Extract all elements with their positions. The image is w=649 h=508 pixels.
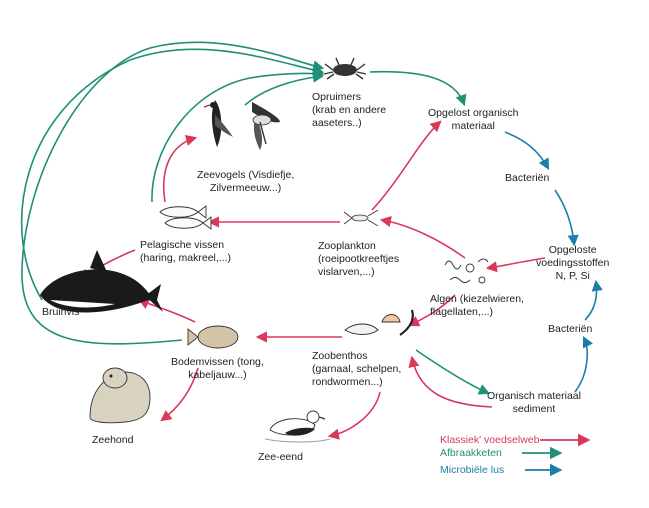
label-zoobenthos: Zoobenthos (garnaal, schelpen, rondworme… <box>312 350 402 388</box>
gull-icon <box>252 102 280 150</box>
arrow-bacterien-voedingsstoffen-2 <box>584 279 603 321</box>
arrow-sediment-zoobenthos <box>408 355 493 408</box>
arrow-sediment-bacterien <box>574 335 594 393</box>
label-zooplankton: Zooplankton (roeipootkreeftjes vislarven… <box>318 240 400 278</box>
tern-icon <box>203 100 233 147</box>
zooplankton-icon <box>343 209 379 227</box>
label-organisch-sediment: Organisch materiaal sediment <box>487 390 581 415</box>
arrow-opruimers-opgelost <box>369 70 467 107</box>
arrow-pelagisch-opruimers <box>151 67 325 203</box>
label-pelagische-vissen: Pelagische vissen (haring, makreel,...) <box>140 239 232 264</box>
arrow-pelagisch-zeevogels <box>163 135 198 203</box>
arrow-zoobenthos-sediment <box>415 349 491 395</box>
arrow-zoobenthos-zee-eend <box>327 391 381 440</box>
legend-klassiek: Klassiek' voedselweb <box>440 434 540 446</box>
pelagic-fish-icon <box>159 205 212 230</box>
afbraak-arrows <box>20 41 491 395</box>
legend-afbraak: Afbraakketen <box>440 447 502 459</box>
label-bacterien-top: Bacteriën <box>505 172 550 184</box>
label-zee-eend: Zee-eend <box>258 451 303 463</box>
arrow-algen-zoobenthos <box>407 294 456 327</box>
label-bacterien-bottom: Bacteriën <box>548 323 593 335</box>
microbiele-arrows <box>504 131 603 393</box>
klassiek-arrows <box>78 120 546 440</box>
crab-icon <box>323 57 367 80</box>
arrow-bacterien-voedingsstoffen <box>554 189 579 247</box>
seal-icon <box>89 367 151 424</box>
arrow-voedingsstoffen-algen <box>485 257 546 273</box>
legend-arrows <box>522 433 591 477</box>
arrow-zooplankton-opgelost <box>371 120 442 211</box>
label-opgelost-organisch: Opgelost organisch materiaal <box>428 107 519 132</box>
arrow-zeevogels-opruimers <box>244 71 325 106</box>
arrow-opgelost-bacterien <box>504 131 550 170</box>
label-algen: Algen (kiezelwieren, flagellaten,...) <box>430 293 524 318</box>
eider-duck-icon <box>264 410 331 443</box>
porpoise-icon <box>40 250 163 313</box>
legend-microbiele: Microbiële lus <box>440 464 505 476</box>
label-bruinvis: Bruinvis <box>42 306 80 318</box>
label-zeevogels: Zeevogels (Visdiefje, Zilvermeeuw...) <box>197 169 295 194</box>
label-zeehond: Zeehond <box>92 434 134 446</box>
arrow-algen-zooplankton <box>379 216 466 259</box>
arrow-bodemvissen-bruinvis <box>137 298 196 323</box>
label-bodemvissen: Bodemvissen (tong, kabeljauw...) <box>171 356 264 381</box>
zoobenthos-icon <box>344 309 414 336</box>
label-opruimers: Opruimers (krab en andere aaseters..) <box>312 91 387 129</box>
algae-icon <box>444 258 489 284</box>
label-opgeloste-voedingsstoffen: Opgeloste voedingsstoffen N, P, Si <box>536 244 610 282</box>
flatfish-icon <box>187 325 239 349</box>
arrow-bodemvissen-opruimers <box>21 41 325 345</box>
arrow-bodemvissen-zeehond <box>160 367 199 422</box>
